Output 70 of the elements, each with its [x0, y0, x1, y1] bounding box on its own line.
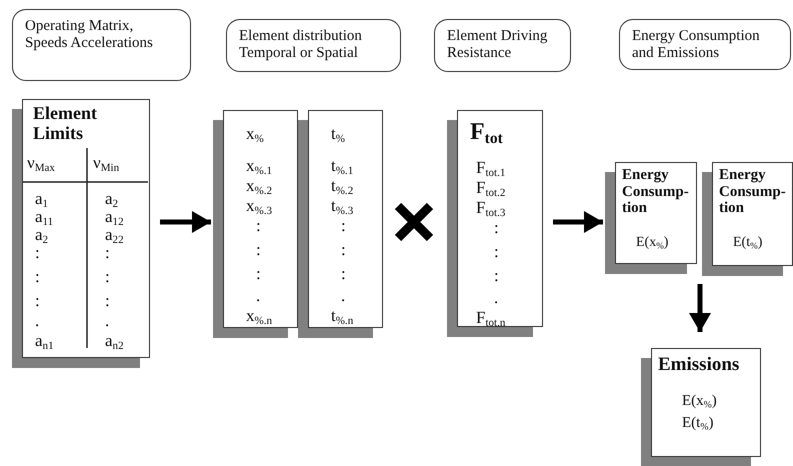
column-entry: F$_{tot.n}$: [476, 309, 506, 329]
table-entry: :: [35, 268, 40, 287]
column-entry: t$_{%.1}$: [331, 157, 354, 177]
column-entry: :: [256, 241, 261, 260]
heading-box: [619, 19, 791, 70]
column-entry: :: [494, 267, 499, 286]
column-entry: x$_{%}$: [246, 125, 264, 145]
column-entry: :: [256, 217, 261, 236]
table-entry: a$_{12}$: [105, 208, 124, 228]
column-entry: :: [256, 265, 261, 284]
table-entry: :: [105, 292, 110, 311]
column-entry: .: [341, 287, 346, 306]
header-label: Element distribution Temporal or Spatial: [239, 28, 363, 61]
column-entry: x$_{%.3}$: [246, 197, 272, 217]
table-entry: :: [105, 268, 110, 287]
column-entry: .: [256, 287, 260, 306]
box-title: Energy Consump- tion: [622, 167, 690, 216]
column-entry: t$_{%.n}$: [331, 307, 354, 327]
column-entry: x$_{%.1}$: [246, 157, 272, 177]
column-entry: .: [494, 289, 498, 308]
column-entry: t$_{%.2}$: [331, 177, 354, 197]
table-entry: a$_{n1}$: [35, 332, 54, 352]
table-entry: a$_{n2}$: [105, 332, 124, 352]
result-box: [712, 162, 793, 266]
column-entry: F$_{tot.1}$: [476, 159, 506, 179]
formula: E(x$_{%}$): [636, 235, 668, 250]
result-box: [615, 162, 697, 264]
header-label: Operating Matrix, Speeds Accelerations: [25, 18, 154, 51]
table-entry: :: [105, 244, 110, 263]
column-entry: F$_{tot.2}$: [476, 179, 506, 199]
column-entry: F$_{tot.3}$: [476, 199, 506, 219]
table-entry: .: [105, 312, 110, 331]
table-entry: :: [35, 292, 40, 311]
limits-table: [22, 99, 150, 358]
header-label: Element Driving Resistance: [447, 28, 548, 61]
table-entry: :: [35, 244, 40, 263]
value-column-box: [223, 110, 298, 328]
table-entry: a$_{11}$: [35, 208, 54, 228]
column-entry: x$_{%.2}$: [246, 177, 272, 197]
box-title: Emissions: [658, 355, 740, 376]
column-entry: x$_{%.n}$: [246, 307, 272, 327]
table-entry: a$_{2}$: [35, 226, 48, 246]
box-title: Energy Consump- tion: [719, 167, 787, 216]
formula: E(x$_{%}$): [682, 393, 717, 412]
table-entry: a$_{2}$: [105, 190, 118, 210]
table-entry: a$_{22}$: [105, 226, 124, 246]
formula: E(t$_{%}$): [733, 235, 762, 250]
table-entry: a$_{1}$: [35, 190, 48, 210]
column-entry: :: [341, 241, 346, 260]
column-entry: :: [341, 265, 346, 284]
value-column-box: [308, 110, 383, 328]
column-entry: t$_{%.3}$: [331, 197, 354, 217]
formula: E(t$_{%}$): [682, 415, 714, 434]
result-box: [651, 348, 761, 457]
arrow: [553, 211, 603, 233]
column-entry: t$_{%}$: [331, 125, 345, 145]
column-entry: :: [341, 217, 346, 236]
arrow: [160, 211, 211, 233]
table-entry: .: [35, 312, 40, 331]
value-column-box: [457, 110, 543, 327]
heading-box: [12, 9, 191, 81]
table-title: Element Limits: [33, 104, 98, 144]
heading-box: [226, 19, 401, 72]
column-header: ν$_{Max}$: [27, 154, 55, 174]
header-label: Energy Consumption and Emissions: [632, 28, 761, 61]
column-entry: :: [494, 219, 499, 238]
column-entry: :: [494, 243, 499, 262]
column-title: F$_{tot}$: [470, 119, 503, 148]
heading-box: [434, 19, 571, 72]
column-header: ν$_{Min}$: [93, 154, 120, 174]
